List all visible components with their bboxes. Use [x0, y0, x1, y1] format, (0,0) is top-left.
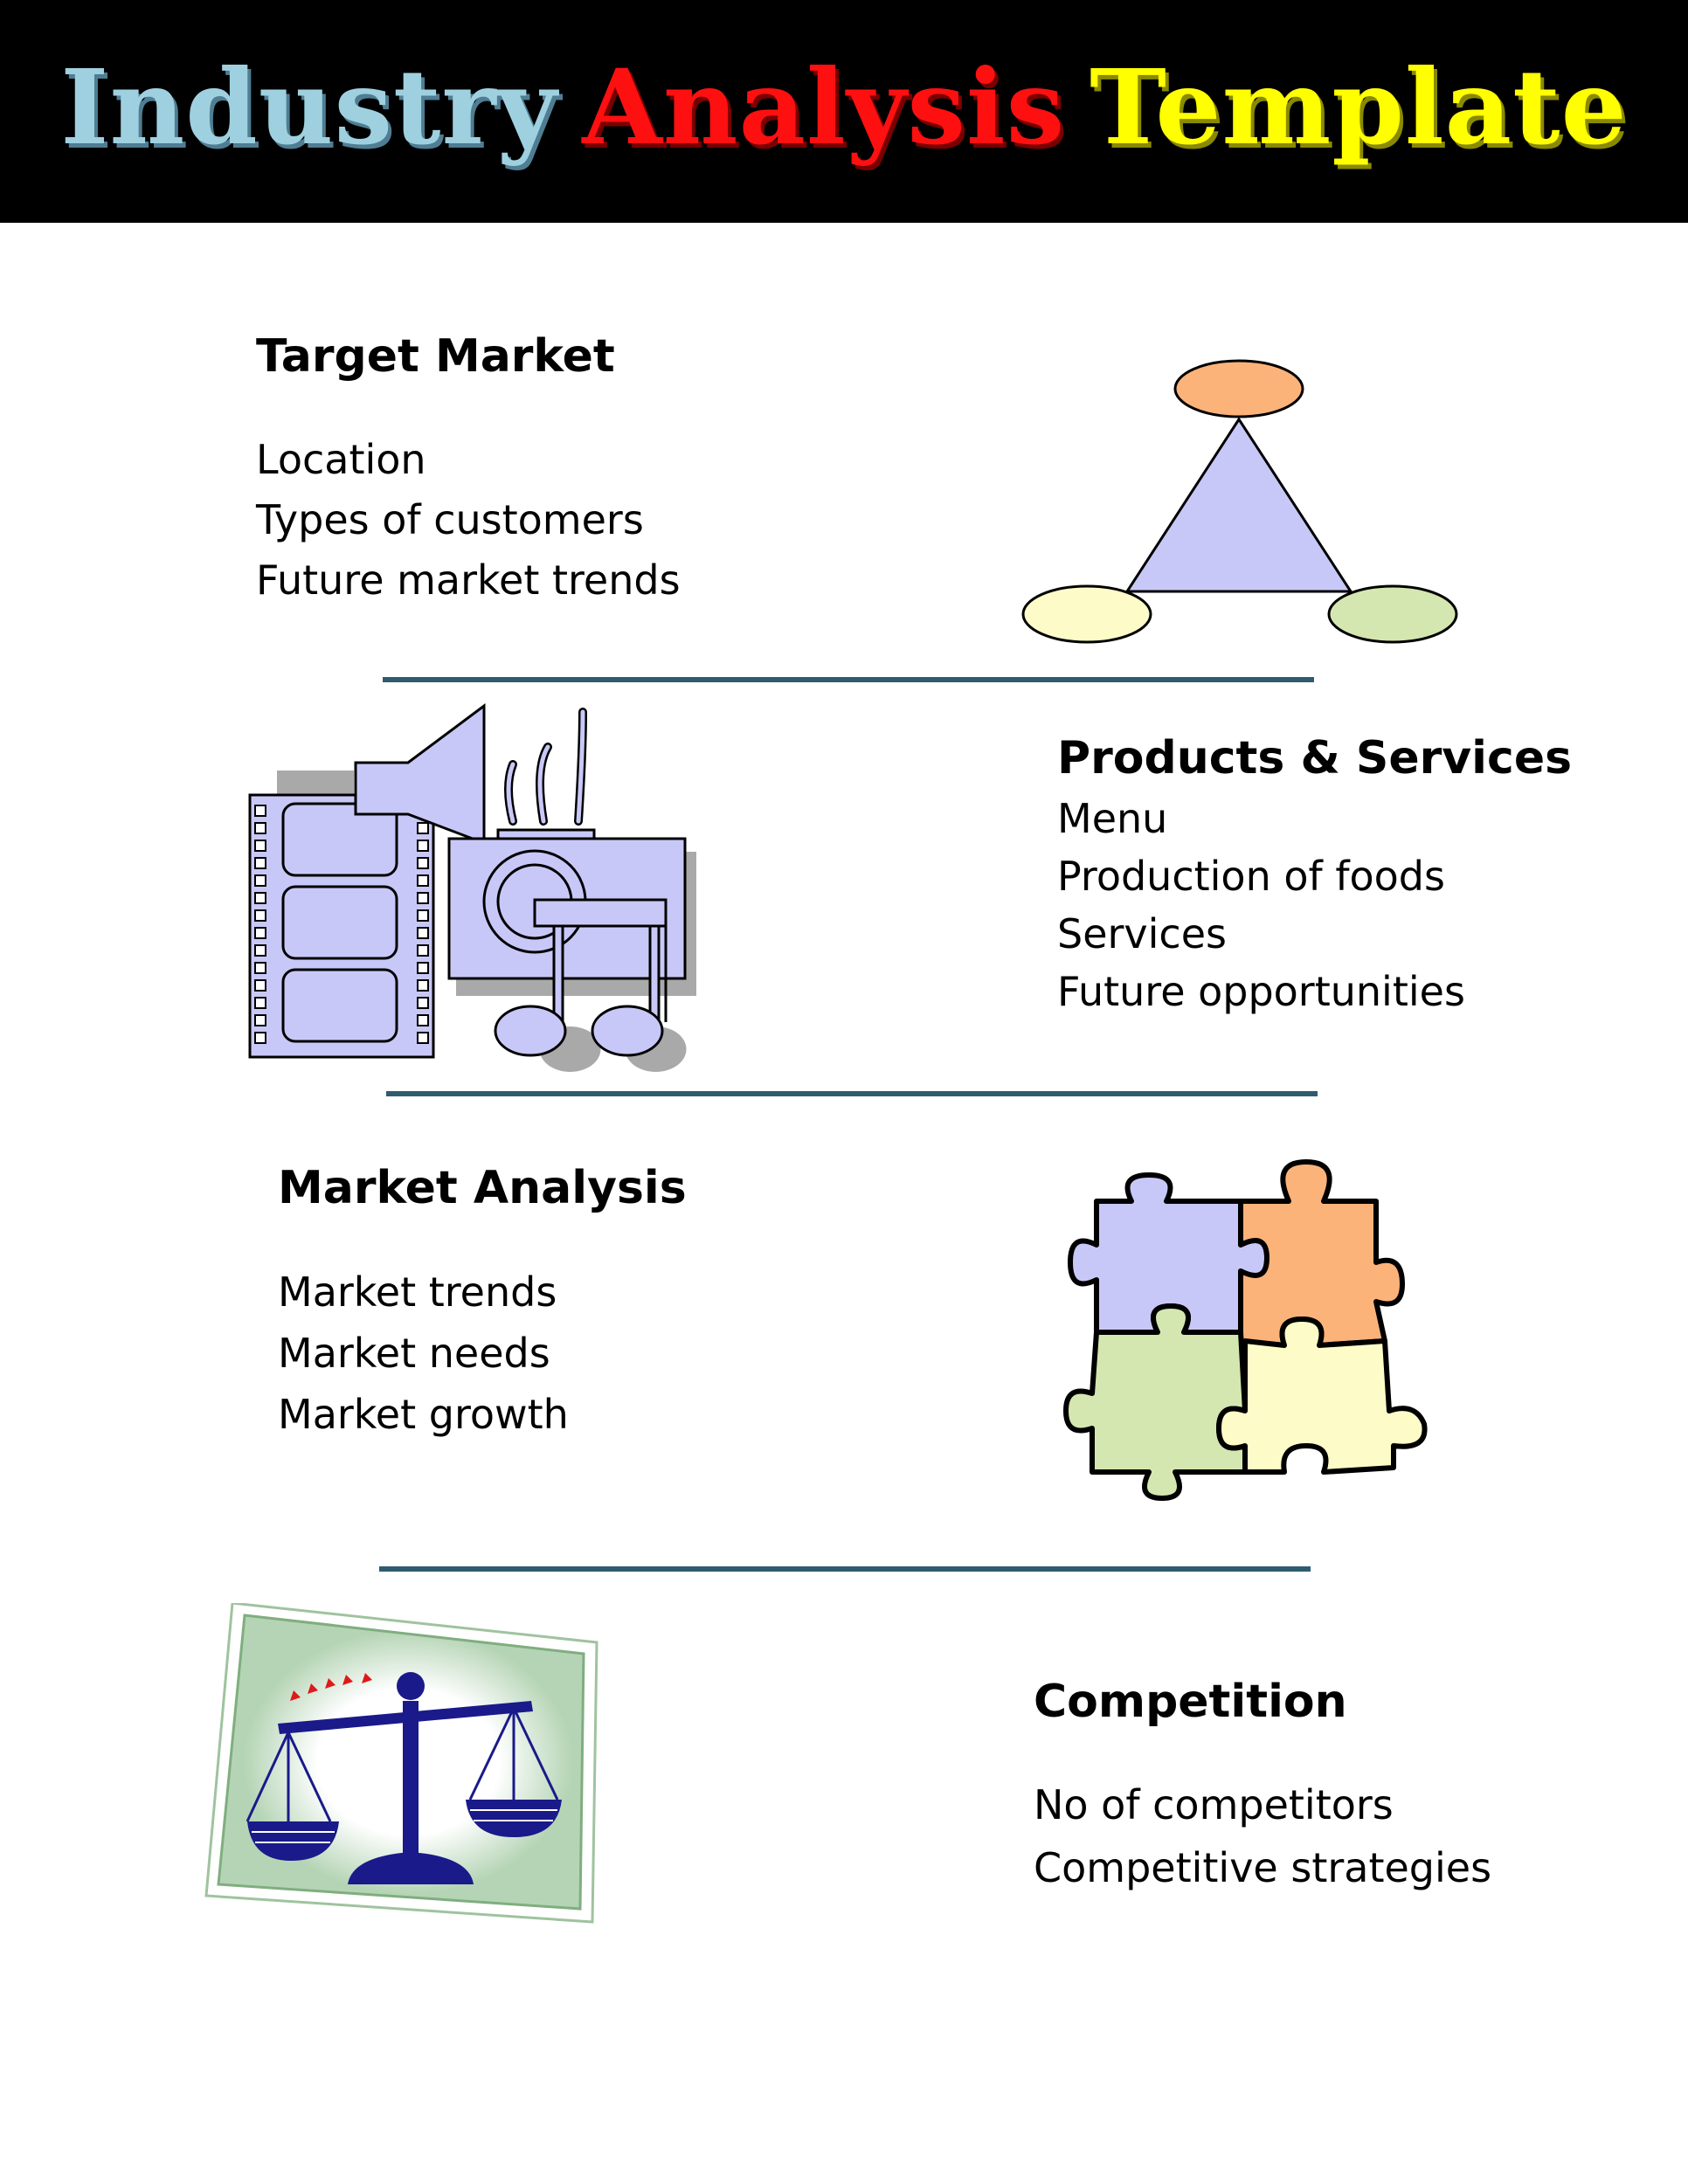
target-market-section: Target Market Location Types of customer…: [256, 330, 681, 611]
list-item: Location: [256, 436, 426, 483]
list-item: Market needs: [278, 1330, 550, 1377]
list-item: Production of foods: [1057, 853, 1445, 900]
list-item: Services: [1057, 910, 1227, 957]
list-item: Menu: [1057, 795, 1168, 842]
list-item: Types of customers: [256, 496, 644, 543]
list-item: Future market trends: [256, 556, 681, 604]
title-word-analysis: Analysis: [582, 46, 1066, 168]
section-heading: Products & Services: [1057, 732, 1573, 784]
list-item: No of competitors: [1034, 1781, 1394, 1828]
list-item: Market trends: [278, 1268, 557, 1316]
section-divider: [379, 1566, 1311, 1572]
list-item: Future opportunities: [1057, 968, 1465, 1015]
section-heading: Competition: [1034, 1676, 1347, 1728]
section-divider: [386, 1091, 1318, 1096]
puzzle-pieces-icon: [1063, 1159, 1428, 1501]
market-analysis-section: Market Analysis Market trends Market nee…: [278, 1162, 687, 1445]
products-services-section: Products & Services Menu Production of f…: [1057, 732, 1572, 1020]
section-heading: Target Market: [256, 330, 615, 383]
title-word-template: Template: [1090, 46, 1628, 168]
media-film-music-icon: [248, 703, 696, 1072]
list-item: Market growth: [278, 1391, 569, 1438]
balance-scale-icon: [204, 1603, 598, 1924]
section-heading: Market Analysis: [278, 1162, 687, 1214]
section-divider: [383, 677, 1314, 682]
competition-section: Competition No of competitors Competitiv…: [1034, 1676, 1491, 1899]
title-word-industry: Industry: [60, 46, 558, 168]
triangle-diagram-icon: [1021, 359, 1458, 644]
list-item: Competitive strategies: [1034, 1844, 1492, 1891]
